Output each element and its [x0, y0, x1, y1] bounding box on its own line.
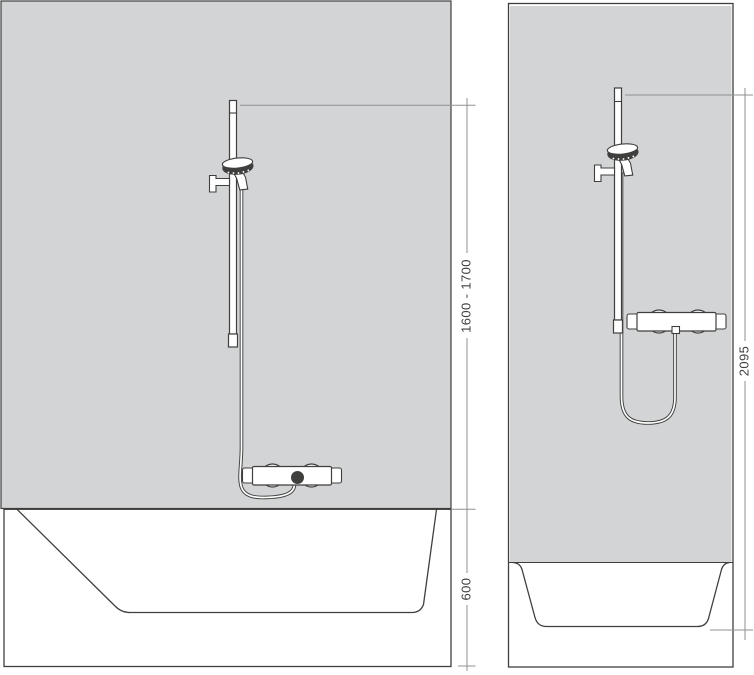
bathtub-outline [3, 508, 452, 668]
right-sprayface-nozzles [612, 155, 635, 160]
right-total-height-label: 2095 [736, 346, 751, 377]
shower-view: 2095 [507, 2, 753, 668]
left-dimension: 1600 - 1700 600 [240, 98, 476, 671]
right-hand-shower-head [606, 143, 639, 155]
right-hand-shower [606, 143, 639, 177]
left-tub-height-label: 600 [458, 578, 473, 601]
left-sprayface-nozzles [227, 169, 250, 174]
right-thermostat-mixer [626, 309, 727, 335]
left-mixer-hose-nub [291, 471, 304, 484]
left-hand-shower-head [221, 157, 254, 169]
bathtub-interior [16, 508, 438, 614]
right-dimension: 2095 [625, 88, 753, 640]
left-wall-panel [0, 0, 452, 510]
right-shower-hose [619, 172, 677, 425]
left-shower-rail [227, 99, 239, 348]
left-hand-shower [221, 157, 254, 191]
shower-tray-interior [512, 561, 730, 628]
left-rail-height-label: 1600 - 1700 [458, 259, 473, 333]
left-thermostat-mixer [241, 463, 343, 488]
left-shower-holder [208, 174, 231, 193]
right-shower-holder [593, 164, 616, 183]
bathtub-view: 1600 - 1700 600 [0, 0, 476, 671]
left-shower-hose [238, 184, 297, 500]
right-mixer-hose-nub [671, 325, 681, 335]
right-shower-rail [612, 87, 624, 334]
